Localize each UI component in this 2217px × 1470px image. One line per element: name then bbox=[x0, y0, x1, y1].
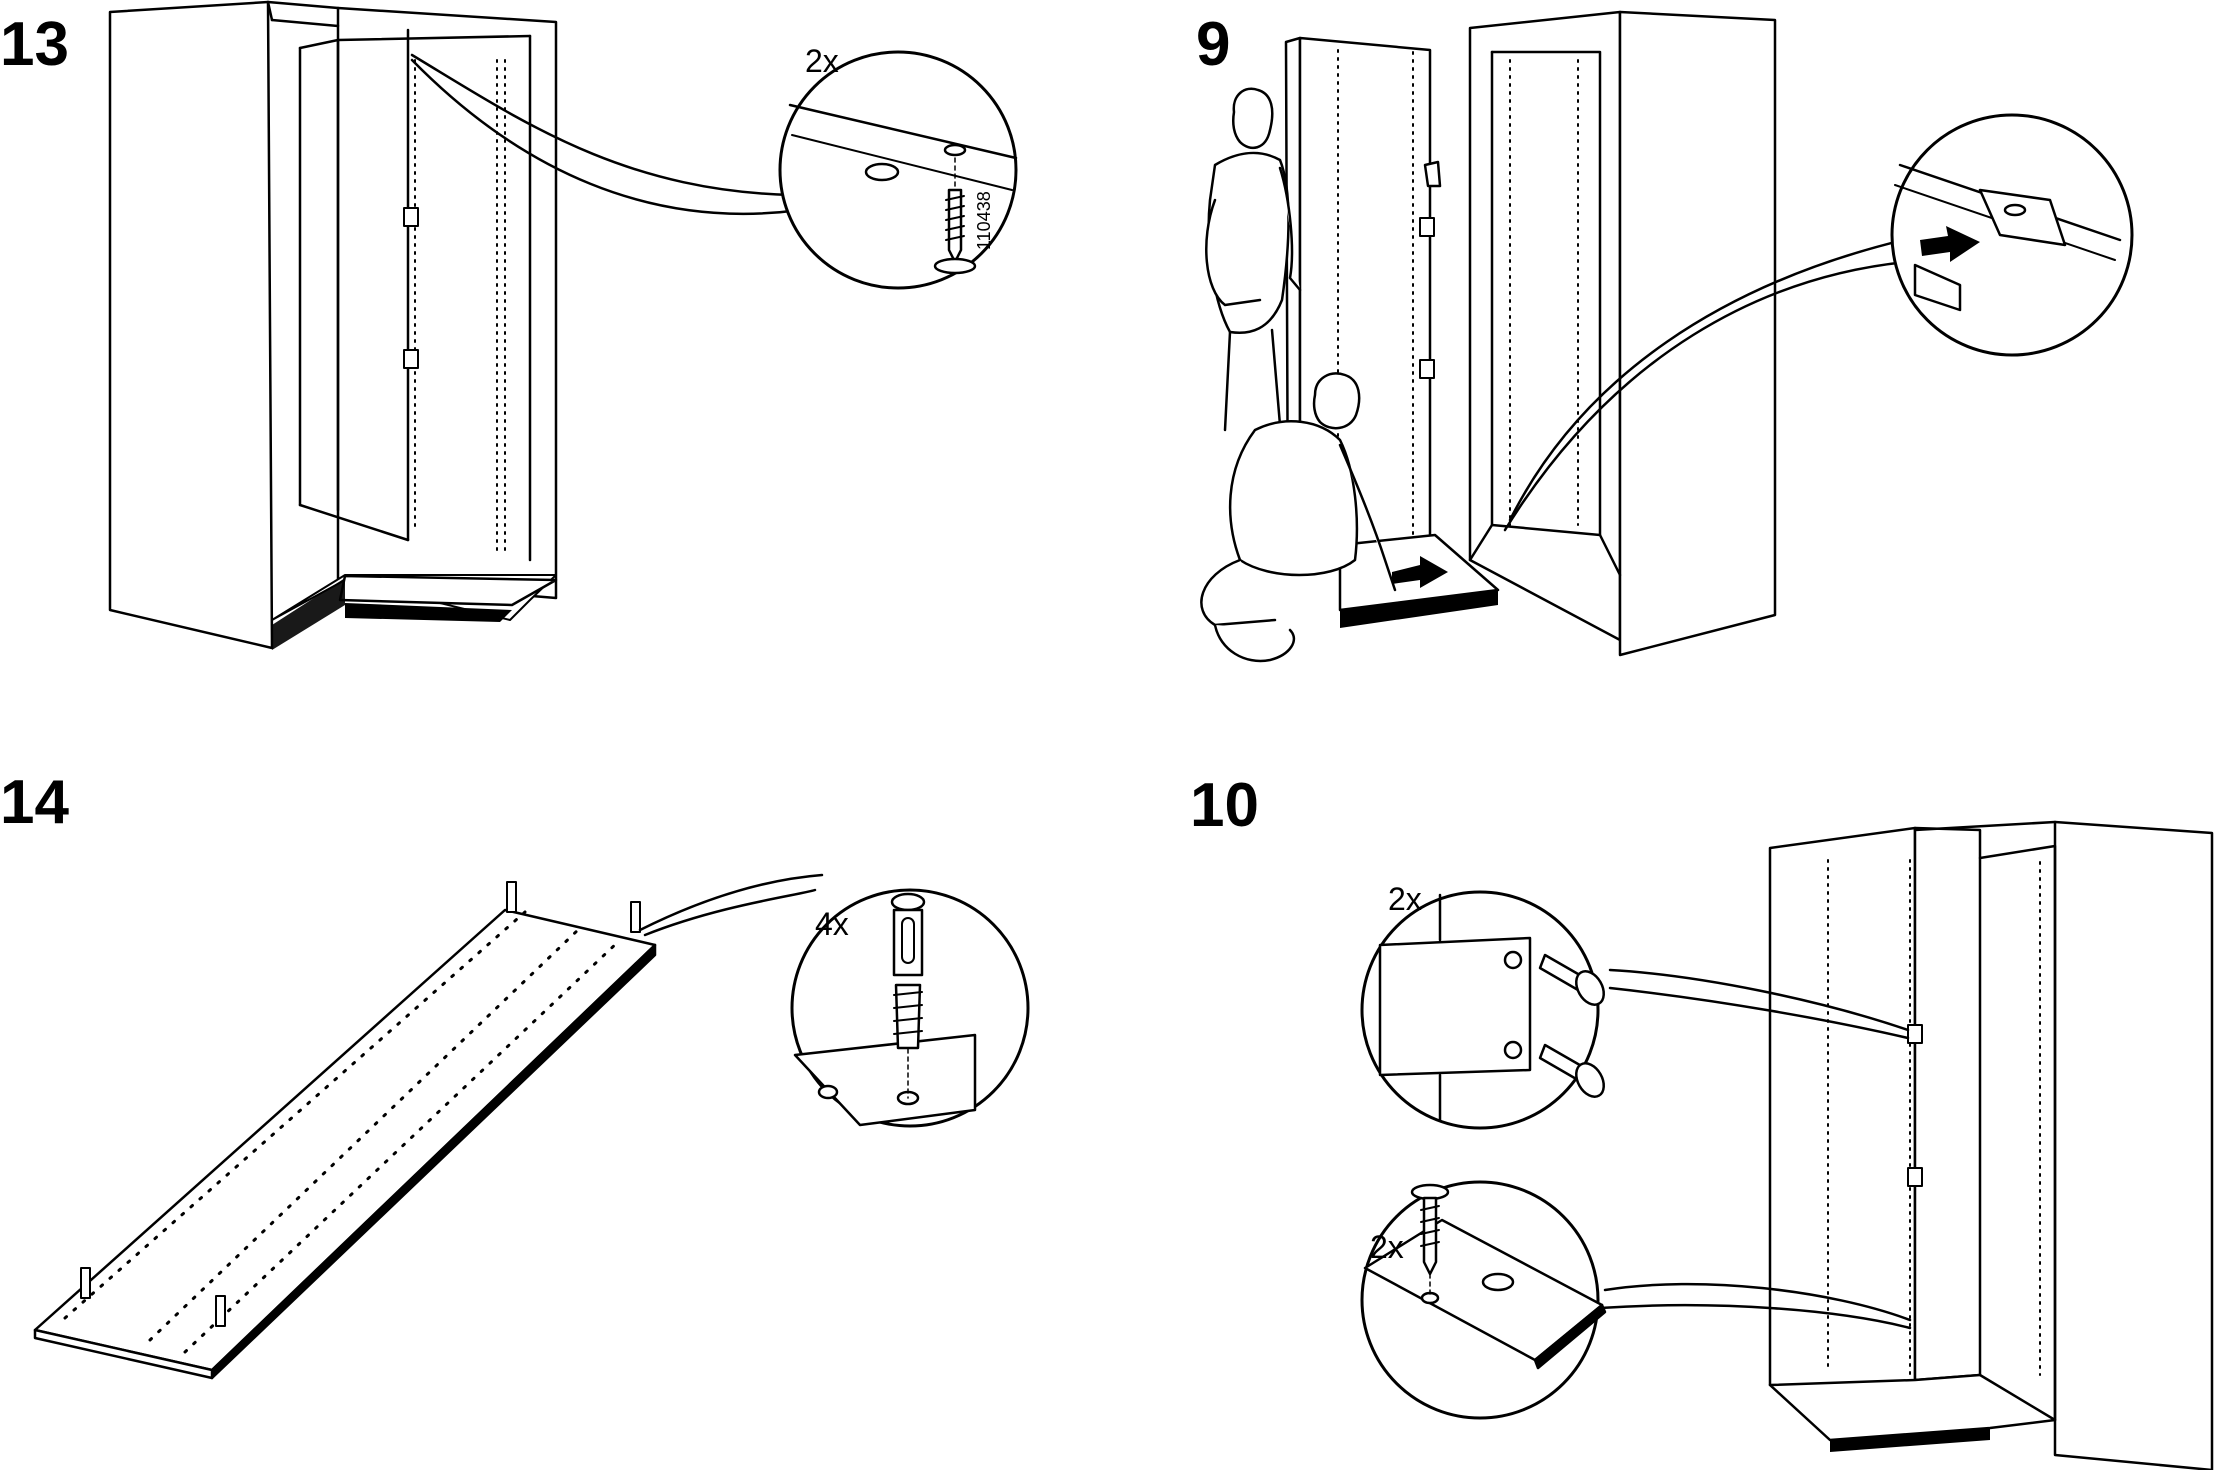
step-number-9: 9 bbox=[1196, 10, 1231, 79]
screw-icon bbox=[1410, 1183, 1450, 1297]
dowel-icon bbox=[80, 881, 641, 1327]
step-number-13: 13 bbox=[0, 10, 69, 79]
cam-lock-dowel-icon bbox=[890, 892, 926, 1099]
step-14-detail-circle: 4x bbox=[790, 888, 1030, 1128]
step-13-part-number: 110438 bbox=[974, 191, 994, 250]
arrow-icon bbox=[1920, 226, 1980, 262]
arrow-icon bbox=[1392, 556, 1448, 588]
step-14-count-label: 4x bbox=[815, 906, 849, 942]
step-10-detail-circle-lower: 2x bbox=[1360, 1180, 1607, 1420]
step-9-assembly bbox=[1200, 10, 1932, 663]
step-13-cabinet bbox=[108, 0, 802, 650]
step-number-14: 14 bbox=[0, 768, 69, 837]
step-10-detail-circle-upper: 2x bbox=[1360, 881, 1605, 1130]
step-10-count-label-lower: 2x bbox=[1370, 1229, 1404, 1265]
standing-person bbox=[1205, 87, 1442, 432]
crouching-person bbox=[1200, 372, 1397, 663]
step-13-detail-circle: 2x 110438 bbox=[778, 43, 1018, 290]
step-10-count-label-upper: 2x bbox=[1388, 881, 1422, 917]
step-number-10: 10 bbox=[1190, 771, 1259, 840]
step-14-panel bbox=[33, 873, 824, 1380]
step-10-cabinet bbox=[1598, 820, 2214, 1470]
step-9-detail-circle bbox=[1890, 113, 2134, 357]
screw-icon bbox=[1538, 953, 1605, 1098]
screw-icon bbox=[933, 157, 977, 275]
step-13-count-label: 2x bbox=[805, 43, 839, 79]
